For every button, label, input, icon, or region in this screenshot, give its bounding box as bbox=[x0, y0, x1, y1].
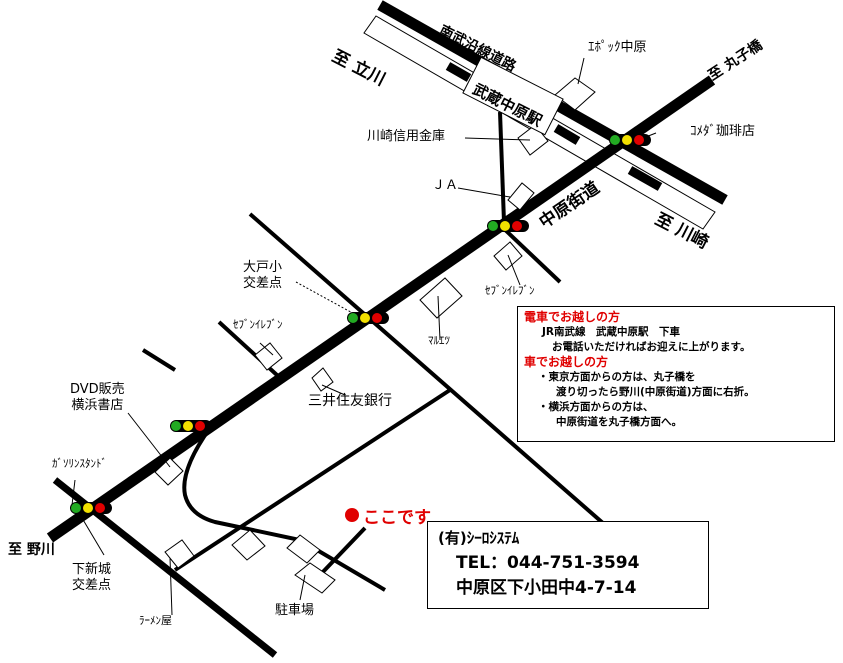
label-ooto: 大戸小 交差点 bbox=[243, 260, 282, 291]
label-shimoshinjo: 下新城 交差点 bbox=[72, 562, 111, 593]
label-gas-station: ｶﾞｿﾘﾝｽﾀﾝﾄﾞ bbox=[52, 457, 107, 470]
buildings bbox=[154, 77, 596, 594]
label-ooto-line2: 交差点 bbox=[243, 275, 283, 291]
company-tel: TEL：044-751-3594 bbox=[456, 553, 640, 573]
train-line2: お電話いただければお迎えに上がります。 bbox=[552, 341, 751, 353]
car-line2: 渡り切ったら野川(中原街道)方面に右折。 bbox=[556, 386, 755, 398]
nakahara-kaido-road bbox=[46, 75, 716, 543]
signal-dvd bbox=[170, 420, 212, 432]
company-name: (有)ｼｰﾛｼｽﾃﾑ bbox=[438, 529, 520, 547]
car-line3: ・横浜方面からの方は、 bbox=[538, 401, 654, 413]
label-smbc: 三井住友銀行 bbox=[308, 393, 392, 409]
signal-green-icon bbox=[610, 135, 620, 145]
company-address: 中原区下小田中4-7-14 bbox=[456, 578, 637, 598]
company-info-box: (有)ｼｰﾛｼｽﾃﾑ TEL：044-751-3594 中原区下小田中4-7-1… bbox=[427, 521, 709, 609]
label-ramen: ﾗｰﾒﾝ屋 bbox=[139, 614, 172, 627]
traffic-signals bbox=[70, 134, 651, 514]
station-building bbox=[462, 56, 564, 136]
signal-shimoshinjo bbox=[70, 502, 112, 514]
leader-lines bbox=[71, 57, 657, 616]
label-ja: ＪＡ bbox=[432, 178, 459, 193]
signal-red-icon bbox=[634, 135, 644, 145]
label-shimoshinjo-line1: 下新城 bbox=[72, 562, 112, 577]
roads bbox=[46, 75, 716, 658]
car-line1: ・東京方面からの方は、丸子橋を bbox=[538, 371, 696, 383]
label-dvd-line1: DVD販売 bbox=[70, 382, 125, 397]
label-dvd: DVD販売 横浜書店 bbox=[70, 382, 125, 413]
car-heading: 車でお越しの方 bbox=[524, 355, 609, 369]
signal-ooto bbox=[347, 312, 389, 324]
label-epoch: ｴﾎﾟｯｸ中原 bbox=[588, 40, 647, 55]
label-shinkin: 川崎信用金庫 bbox=[367, 129, 446, 144]
signal-marukobashi bbox=[609, 134, 651, 146]
here-label: ここです bbox=[363, 508, 431, 528]
label-komeda: ｺﾒﾀﾞ珈琲店 bbox=[690, 124, 756, 139]
label-shimoshinjo-line2: 交差点 bbox=[72, 577, 112, 593]
signal-ja bbox=[487, 220, 529, 232]
label-maruetsu: ﾏﾙｴﾂ bbox=[428, 334, 450, 347]
label-dvd-line2: 横浜書店 bbox=[71, 397, 124, 413]
label-parking: 駐車場 bbox=[275, 603, 315, 618]
train-line1: JR南武線 武蔵中原駅 下車 bbox=[542, 326, 680, 338]
train-heading: 電車でお越しの方 bbox=[524, 310, 621, 324]
label-seven-eleven-1: ｾﾌﾞﾝｲﾚﾌﾞﾝ bbox=[485, 284, 535, 297]
destination-marker-icon bbox=[345, 508, 359, 522]
label-seven-eleven-2: ｾﾌﾞﾝｲﾚﾌﾞﾝ bbox=[233, 318, 283, 331]
label-ooto-line1: 大戸小 bbox=[243, 260, 283, 275]
dest-nogawa: 至 野川 bbox=[8, 542, 55, 558]
signal-yellow-icon bbox=[622, 135, 632, 145]
car-line4: 中原街道を丸子橋方面へ。 bbox=[556, 416, 682, 428]
access-info-box: 電車でお越しの方 JR南武線 武蔵中原駅 下車 お電話いただければお迎えに上がり… bbox=[517, 306, 835, 442]
